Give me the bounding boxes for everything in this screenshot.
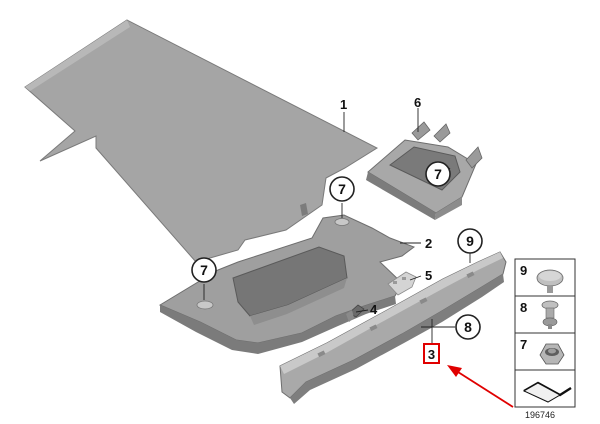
sheet-metal-corner-icon — [522, 381, 572, 403]
small-bracket[interactable] — [387, 271, 417, 296]
callout-part-1: 1 — [340, 97, 347, 112]
circled-callout-clip-left: 7 — [191, 257, 217, 283]
hex-nut-icon — [539, 343, 565, 365]
svg-text:9: 9 — [466, 233, 474, 249]
circled-callout-part-8: 8 — [455, 314, 481, 340]
legend-number-8: 8 — [520, 300, 527, 315]
fastener-legend: 9 8 7 — [514, 258, 576, 408]
floor-mat[interactable] — [24, 19, 379, 263]
callout-part-2: 2 — [425, 236, 432, 251]
red-arrow-icon — [447, 365, 514, 408]
legend-number-9: 9 — [520, 263, 527, 278]
callout-part-5: 5 — [425, 268, 432, 283]
push-rivet-icon — [536, 269, 564, 293]
circled-callout-clip-sill: 9 — [457, 228, 483, 254]
svg-text:7: 7 — [200, 262, 208, 278]
circled-callout-clip-box: 7 — [425, 161, 451, 187]
trunk-floor-panel[interactable] — [158, 214, 416, 354]
legend-number-7: 7 — [520, 337, 527, 352]
svg-text:7: 7 — [434, 166, 442, 182]
leader-lines — [203, 108, 471, 343]
highlighted-callout-part-3[interactable]: 3 — [423, 343, 440, 364]
circled-callout-clip-top: 7 — [329, 176, 355, 202]
callout-part-6: 6 — [414, 95, 421, 110]
loading-sill-trim[interactable] — [279, 251, 507, 404]
expanding-rivet-icon — [541, 300, 559, 329]
svg-text:7: 7 — [338, 181, 346, 197]
svg-text:8: 8 — [464, 319, 472, 335]
svg-text:3: 3 — [428, 347, 435, 362]
diagram-reference-number: 196746 — [525, 410, 555, 420]
storage-box[interactable] — [366, 121, 483, 220]
small-clip[interactable] — [346, 304, 365, 322]
callout-part-4: 4 — [370, 302, 378, 317]
